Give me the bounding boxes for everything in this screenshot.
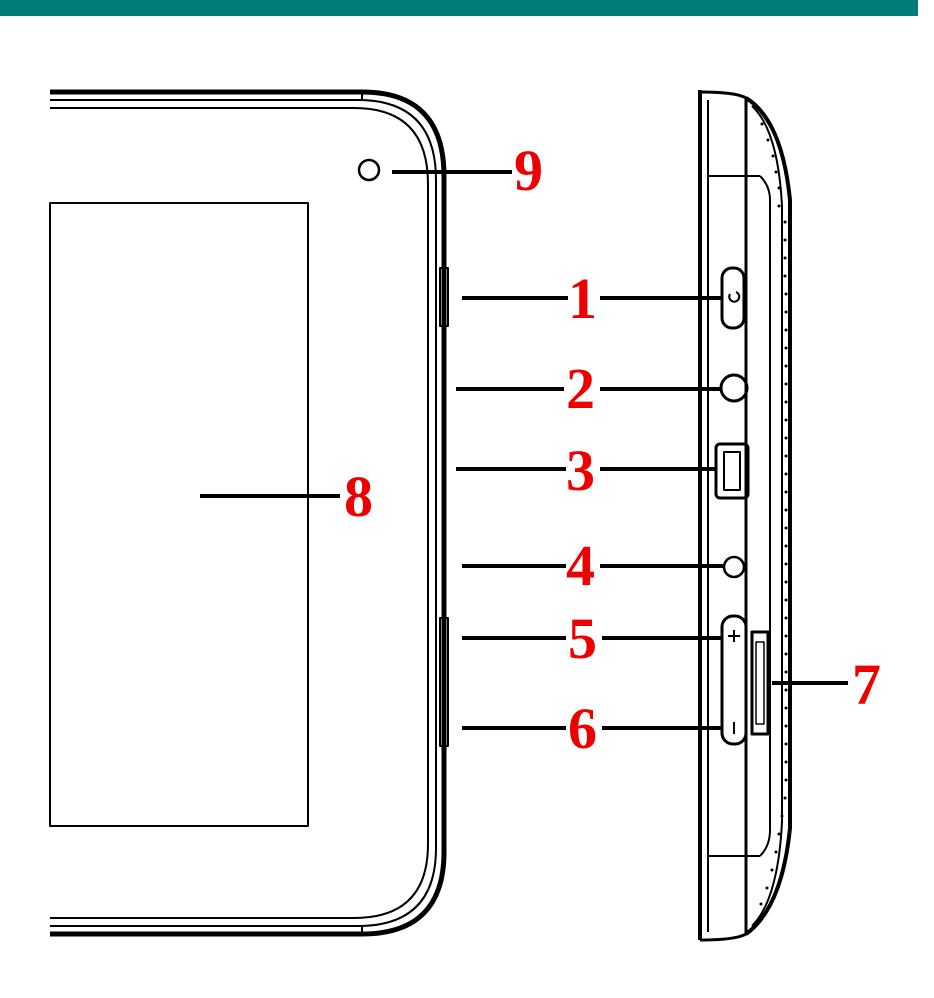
- earphone-jack-shape: [721, 375, 747, 401]
- screen-outline: [50, 203, 308, 826]
- callout-label-7: 7: [852, 652, 881, 717]
- tablet-side-view: [700, 90, 790, 940]
- tablet-front-view: [50, 92, 448, 934]
- callout-label-9: 9: [514, 138, 543, 203]
- camera-lens-icon: [359, 160, 379, 180]
- speaker-grille-top: [760, 123, 788, 906]
- tablet-front-mid-edge: [50, 100, 436, 926]
- callout-label-3: 3: [566, 438, 595, 503]
- callout-label-4: 4: [566, 533, 595, 598]
- callout-label-1: 1: [568, 266, 597, 331]
- callout-label-2: 2: [566, 356, 595, 421]
- tablet-front-outer-edge: [50, 92, 444, 934]
- tablet-side-back-shell: [746, 98, 790, 934]
- callout-label-8: 8: [344, 464, 373, 529]
- callout-label-6: 6: [568, 696, 597, 761]
- reset-hole-shape: [724, 557, 744, 577]
- callout-label-5: 5: [568, 606, 597, 671]
- callout-labels: 9 1 2 3 8 4 5 7 6: [344, 138, 881, 761]
- card-slot-shape: [752, 632, 768, 734]
- power-button-shape: [722, 268, 744, 328]
